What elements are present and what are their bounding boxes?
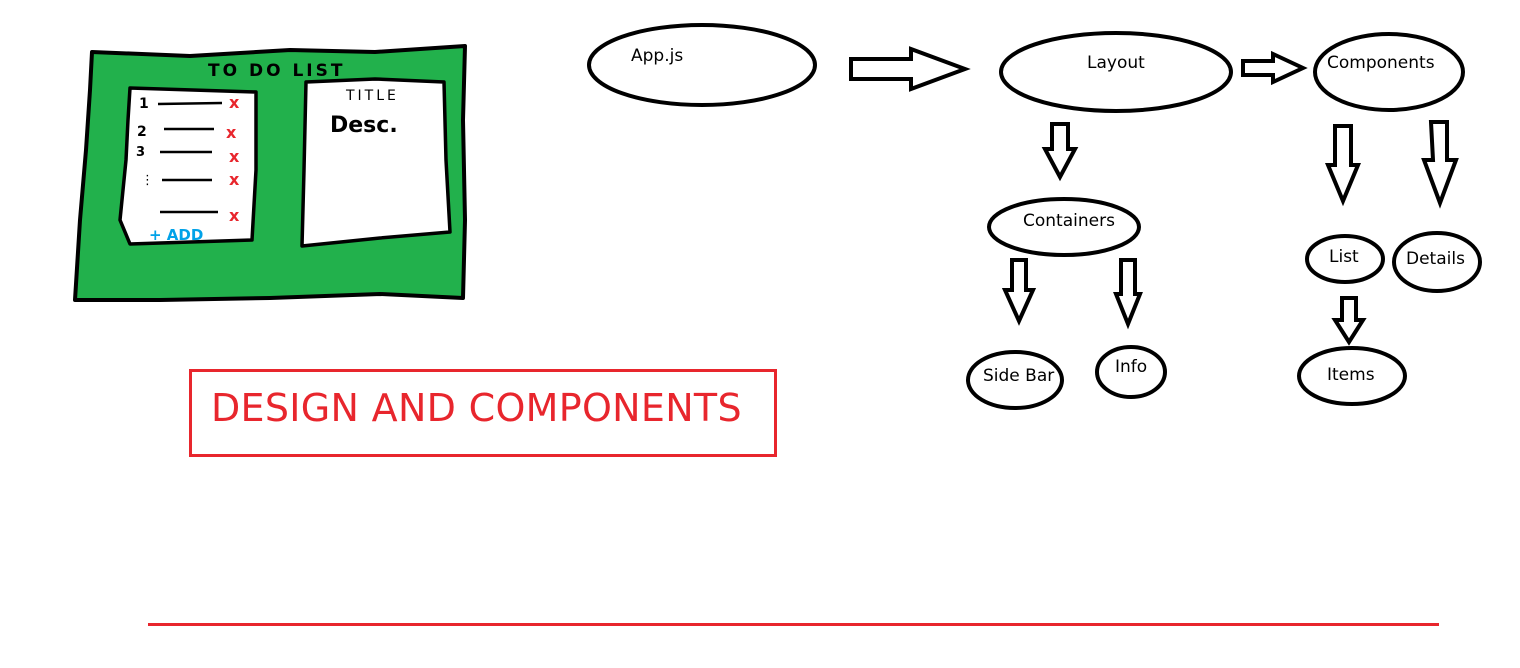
sketch-remove-2: x — [226, 123, 237, 142]
node-components — [1313, 32, 1465, 112]
node-containers — [987, 197, 1141, 257]
design-components-title: DESIGN AND COMPONENTS — [211, 386, 742, 430]
label-components: Components — [1327, 53, 1435, 73]
label-info: Info — [1115, 357, 1147, 377]
node-side-bar — [966, 350, 1064, 410]
sketch-detail-title: TITLE — [345, 88, 399, 104]
sketch-add-label: + ADD — [149, 226, 203, 244]
sketch-number-2: 2 — [137, 124, 147, 140]
arrow-layout-to-components — [1241, 50, 1308, 86]
arrow-components-to-list — [1325, 124, 1361, 207]
label-app-js: App.js — [631, 46, 683, 66]
sketch-detail-panel — [300, 77, 452, 248]
label-list: List — [1329, 247, 1359, 267]
bottom-divider — [148, 623, 1439, 626]
node-items — [1297, 346, 1407, 406]
label-details: Details — [1406, 249, 1465, 269]
node-info — [1095, 345, 1167, 399]
sketch-remove-1: x — [229, 93, 240, 112]
node-list — [1305, 234, 1385, 284]
label-containers: Containers — [1023, 211, 1115, 231]
arrow-app-to-layout — [849, 46, 971, 92]
sketch-remove-3: x — [229, 147, 240, 166]
diagram-labels: App.js Layout Components Containers Side… — [631, 46, 1465, 386]
arrow-components-to-details — [1421, 120, 1459, 209]
diagram-arrows — [849, 46, 1459, 346]
arrow-containers-to-side-bar — [1001, 258, 1037, 326]
label-side-bar: Side Bar — [983, 366, 1054, 386]
node-app-js — [587, 23, 817, 107]
todo-wireframe-sketch: TO DO LIST 1 2 3 ⋮ x x x x x + ADD TITLE… — [73, 44, 467, 302]
sketch-number-ellipsis: ⋮ — [141, 173, 154, 188]
arrow-layout-to-containers — [1041, 122, 1079, 182]
arrow-containers-to-info — [1113, 258, 1143, 330]
sketch-detail-desc: Desc. — [330, 113, 398, 138]
sketch-list-lines — [157, 101, 223, 214]
sketch-list-panel — [118, 86, 258, 246]
node-layout — [999, 31, 1233, 113]
arrow-list-to-items — [1331, 296, 1367, 346]
diagram-nodes — [587, 23, 1482, 410]
sketch-number-3: 3 — [136, 145, 145, 160]
sketch-remove-4: x — [229, 170, 240, 189]
node-details — [1392, 231, 1482, 293]
design-components-title-box: DESIGN AND COMPONENTS — [189, 369, 777, 457]
sketch-header: TO DO LIST — [208, 61, 345, 81]
label-items: Items — [1327, 365, 1375, 385]
sketch-remove-5: x — [229, 206, 240, 225]
label-layout: Layout — [1087, 53, 1145, 73]
sketch-number-1: 1 — [139, 96, 149, 112]
